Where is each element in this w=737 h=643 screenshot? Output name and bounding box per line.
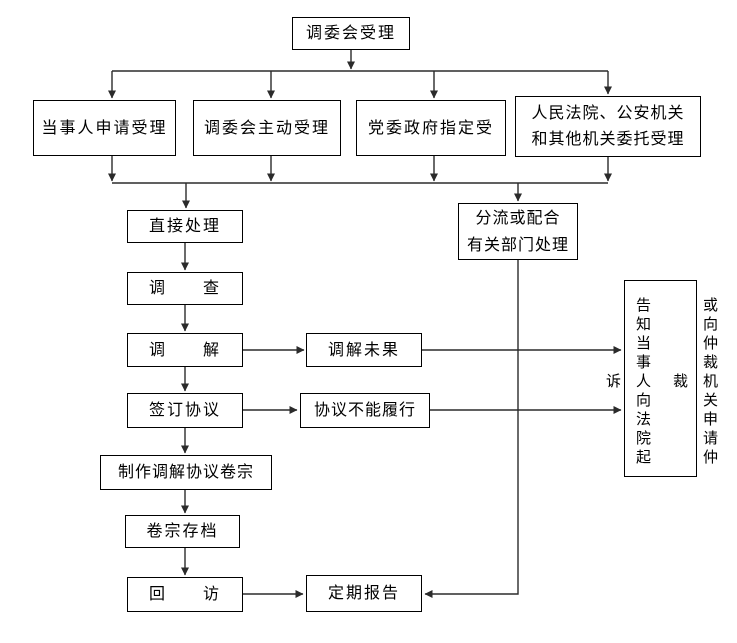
node-label: 回 访 [148, 586, 221, 603]
node-label: 调 查 [148, 280, 221, 297]
node-label: 党委政府指定受 [367, 119, 494, 137]
node-make-mediation-dossier: 制作调解协议卷宗 [100, 455, 272, 490]
node-label: 签订协议 [148, 402, 221, 419]
node-party-application: 当事人申请受理 [33, 100, 176, 156]
node-label-column-left: 告知当事人向法院起诉 [604, 297, 650, 468]
node-label: 调 解 [148, 341, 221, 359]
node-inform-litigation-or-arbitration: 告知当事人向法院起诉 或向仲裁机关申请仲裁 [604, 280, 717, 477]
node-investigation: 调 查 [127, 272, 243, 305]
node-label-column-right: 或向仲裁机关申请仲裁 [671, 297, 717, 468]
node-divert-to-departments: 分流或配合 有关部门处理 [458, 203, 578, 260]
node-label: 协议不能履行 [313, 402, 416, 419]
node-committee-initiative: 调委会主动受理 [193, 100, 341, 156]
node-label: 分流或配合 有关部门处理 [466, 209, 569, 254]
node-label: 制作调解协议卷宗 [117, 464, 254, 481]
node-mediation-failed: 调解未果 [306, 333, 422, 367]
node-sign-agreement: 签订协议 [127, 393, 243, 428]
node-agreement-not-performed: 协议不能履行 [300, 393, 430, 428]
node-label: 定期报告 [327, 585, 400, 602]
node-party-government-assigned: 党委政府指定受 [356, 100, 506, 156]
node-label: 卷宗存档 [146, 523, 219, 540]
node-direct-handling: 直接处理 [127, 210, 243, 243]
node-mediation: 调 解 [127, 333, 243, 367]
node-return-visit: 回 访 [127, 577, 243, 612]
node-label: 调委会受理 [305, 25, 396, 42]
node-label: 直接处理 [148, 218, 221, 235]
node-court-entrusted: 人民法院、公安机关 和其他机关委托受理 [515, 96, 701, 157]
node-label: 人民法院、公安机关 和其他机关委托受理 [531, 104, 685, 148]
node-archive-dossier: 卷宗存档 [125, 515, 240, 548]
node-label: 调解未果 [327, 341, 400, 359]
node-label: 当事人申请受理 [41, 119, 168, 137]
node-label: 调委会主动受理 [203, 119, 330, 137]
node-periodic-report: 定期报告 [306, 575, 422, 612]
node-committee-acceptance: 调委会受理 [292, 17, 410, 50]
